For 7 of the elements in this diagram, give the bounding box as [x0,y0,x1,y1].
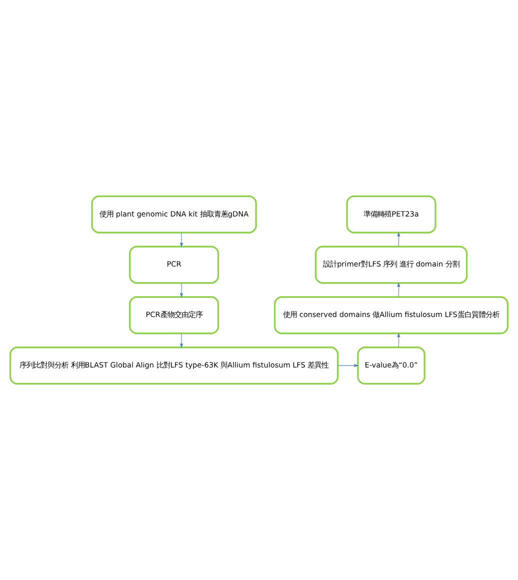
arrow [180,333,184,348]
arrow [397,332,400,348]
arrow [180,282,184,298]
arrow [397,282,400,298]
arrow [397,232,400,247]
arrow [180,232,184,248]
arrow [338,364,359,368]
